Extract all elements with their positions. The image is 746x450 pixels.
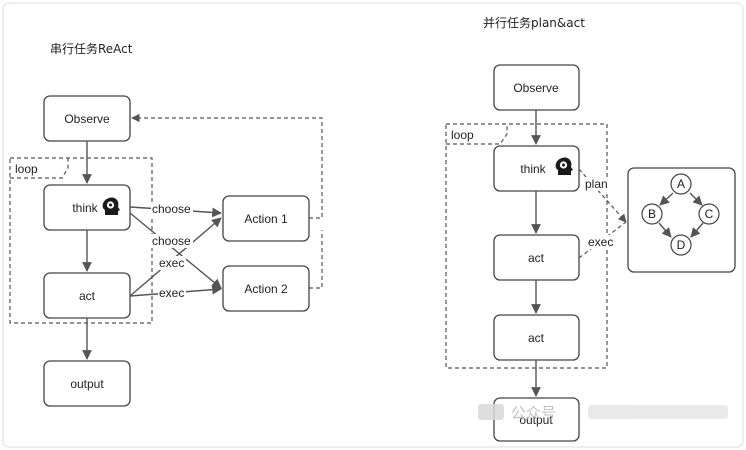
right-act-box-1: act — [493, 234, 580, 281]
right-output-label: output — [519, 413, 553, 427]
left-output-label: output — [70, 377, 104, 391]
action2-label: Action 2 — [244, 282, 288, 296]
edge-plan-to-dag — [578, 168, 627, 223]
svg-text:exec: exec — [159, 256, 184, 270]
left-title: 串行任务ReAct — [50, 41, 133, 56]
head-gear-icon — [555, 157, 573, 175]
right-observe-label: Observe — [513, 81, 559, 95]
action1-label: Action 1 — [244, 212, 288, 226]
action2-box: Action 2 — [222, 265, 310, 312]
svg-text:B: B — [648, 207, 656, 221]
right-think-label: think — [520, 162, 546, 176]
dag-box — [627, 167, 736, 273]
svg-text:choose: choose — [152, 202, 191, 216]
right-observe-box: Observe — [493, 64, 580, 111]
edge-label-exec-2: exec — [158, 286, 186, 300]
dag-node-a: A — [670, 173, 692, 195]
svg-text:D: D — [677, 238, 686, 252]
svg-text:exec: exec — [588, 235, 613, 249]
edge-label-exec: exec — [587, 235, 615, 249]
head-gear-icon — [102, 197, 120, 215]
svg-text:plan: plan — [585, 177, 608, 191]
watermark-text: 公众号 — [511, 404, 556, 422]
right-loop-frame — [445, 123, 608, 369]
left-loop-label: loop — [15, 162, 38, 176]
left-observe-box: Observe — [43, 95, 131, 142]
left-loop-tab — [10, 158, 69, 179]
edge-label-choose-2: choose — [151, 234, 193, 248]
right-loop-label: loop — [451, 128, 474, 142]
edge-label-choose-1: choose — [151, 202, 193, 216]
feedback-action1-observe — [131, 113, 323, 219]
edge-label-exec-1: exec — [158, 256, 186, 270]
watermark-blur — [588, 405, 728, 419]
left-observe-label: Observe — [64, 112, 110, 126]
svg-text:exec: exec — [159, 286, 184, 300]
right-output-box: output — [493, 397, 580, 442]
left-think-box: think — [43, 184, 131, 231]
dag-node-d: D — [670, 234, 692, 256]
svg-text:C: C — [705, 207, 714, 221]
dag-edge-a-b — [659, 192, 674, 206]
watermark: 公众号 — [478, 404, 728, 422]
left-output-box: output — [43, 360, 131, 407]
left-act-label: act — [79, 289, 96, 303]
left-loop-frame — [9, 157, 153, 324]
right-act-box-2: act — [493, 314, 580, 361]
right-act-label-2: act — [528, 331, 545, 345]
action1-box: Action 1 — [222, 195, 310, 242]
dag-edge-b-d — [658, 222, 672, 238]
dag-edge-c-d — [690, 222, 704, 238]
right-title: 并行任务plan&act — [483, 15, 585, 30]
left-think-label: think — [72, 201, 98, 215]
watermark-logo — [478, 404, 504, 420]
feedback-action2 — [309, 230, 323, 289]
dag-node-c: C — [698, 203, 720, 225]
svg-text:choose: choose — [152, 234, 191, 248]
left-act-box: act — [43, 272, 131, 319]
right-act-label-1: act — [528, 251, 545, 265]
dag-node-b: B — [641, 203, 663, 225]
edge-label-plan: plan — [584, 177, 612, 191]
right-think-box: think — [493, 145, 580, 192]
right-loop-tab — [446, 124, 508, 145]
dag-edge-a-c — [689, 192, 703, 206]
edge-think-action2 — [129, 212, 222, 289]
svg-text:A: A — [677, 177, 685, 191]
